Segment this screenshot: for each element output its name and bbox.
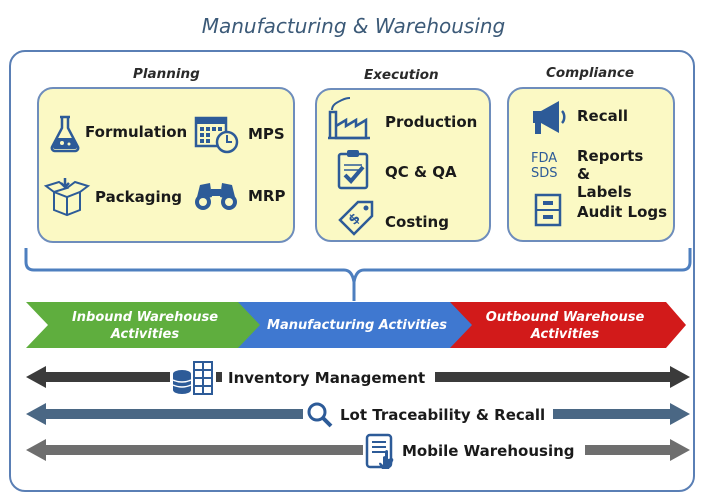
binoculars-icon: [195, 183, 237, 210]
mobile-warehousing-label: Mobile Warehousing: [398, 442, 585, 460]
database-building-icon: [170, 360, 216, 396]
compliance-label: Compliance: [546, 65, 635, 81]
outer-frame: [9, 50, 695, 492]
megaphone-icon: [533, 101, 566, 134]
clipboard-check-icon: [337, 150, 369, 190]
fda-sds-icon: FDA SDS: [531, 151, 558, 181]
production-label: Production: [385, 113, 478, 131]
reports-labels-label: Reports & Labels: [577, 147, 644, 201]
inventory-management-label: Inventory Management: [222, 369, 436, 387]
lot-traceability-label: Lot Traceability & Recall: [336, 406, 554, 424]
tablet-touch-icon: [363, 433, 399, 471]
factory-icon: [328, 97, 370, 140]
planning-label: Planning: [133, 66, 200, 82]
mobile-arrow: [26, 439, 690, 461]
planning-panel: [37, 87, 295, 243]
magnifier-icon: [303, 400, 337, 430]
outbound-chevron: [450, 302, 686, 348]
costing-label: Costing: [385, 213, 449, 231]
price-tag-icon: $: [338, 200, 374, 236]
manufacturing-chevron: [238, 302, 478, 348]
manufacturing-text: Manufacturing Activities: [267, 318, 447, 333]
mrp-label: MRP: [248, 187, 286, 205]
audit-logs-label: Audit Logs: [577, 203, 668, 221]
diagram-title: Manufacturing & Warehousing: [201, 14, 506, 38]
qc-qa-label: QC & QA: [385, 163, 457, 181]
inbound-text: Inbound Warehouse Activities: [71, 310, 219, 342]
calendar-clock-icon: [194, 116, 239, 154]
open-box-icon: [43, 178, 91, 217]
outbound-text: Outbound Warehouse Activities: [485, 310, 645, 342]
packaging-label: Packaging: [95, 188, 182, 206]
formulation-label: Formulation: [85, 123, 188, 141]
mps-label: MPS: [248, 125, 285, 143]
file-cabinet-icon: [534, 193, 562, 227]
inbound-chevron: [26, 302, 266, 348]
flask-icon: [50, 115, 80, 153]
execution-label: Execution: [364, 67, 439, 83]
recall-label: Recall: [577, 107, 629, 125]
